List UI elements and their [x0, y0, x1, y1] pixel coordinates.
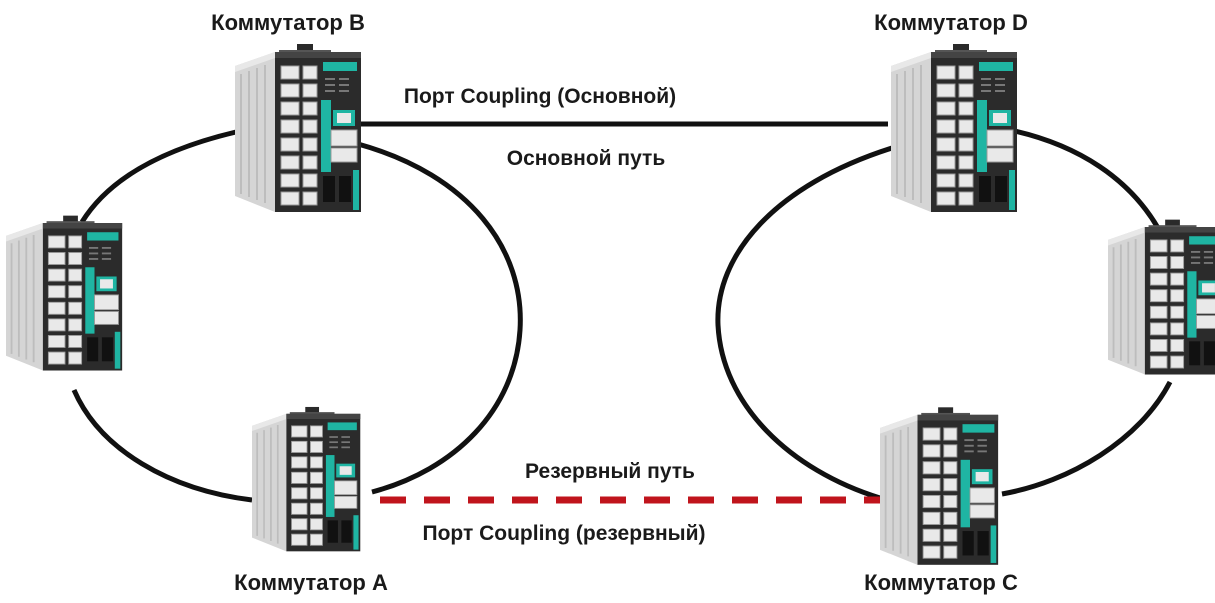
switch-c-label: Коммутатор C [864, 570, 1018, 595]
switch-d-device [890, 44, 1019, 214]
left-ring-switch-device [6, 214, 124, 372]
right-ring-switch-device [1108, 218, 1215, 376]
right-ring-arc-bottom [1001, 380, 1173, 497]
left-ring-arc-bottom [71, 389, 253, 503]
coupling-port-main-label: Порт Coupling (Основной) [404, 85, 676, 108]
switch-c-device [880, 406, 1000, 566]
switch-b-label: Коммутатор B [211, 10, 365, 35]
coupling-port-backup-label: Порт Coupling (резервный) [423, 522, 706, 545]
left-ring-arc-top [79, 129, 237, 224]
switch-d-label: Коммутатор D [874, 10, 1028, 35]
switch-a-label: Коммутатор A [234, 570, 388, 595]
main-path-label: Основной путь [507, 147, 666, 170]
switch-b-device [234, 44, 363, 214]
backup-path-label: Резервный путь [525, 460, 695, 483]
right-ring-arc-left [715, 145, 893, 501]
left-ring-arc-right [357, 141, 523, 495]
right-ring-arc-top [1009, 127, 1161, 230]
switch-a-device [252, 406, 362, 553]
